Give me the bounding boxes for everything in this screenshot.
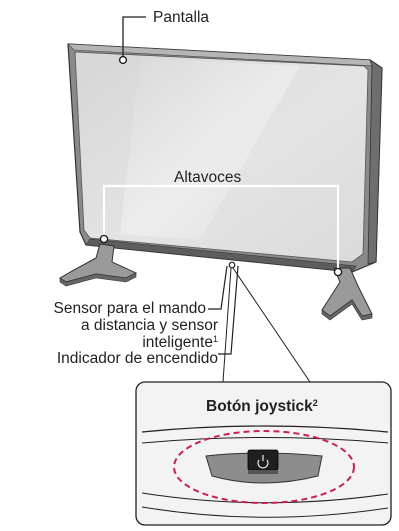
joystick-highlight [173, 430, 355, 504]
power-indicator-label: Indicador de encendido [56, 350, 218, 367]
sensor-marker [228, 261, 236, 269]
zoom-lines [222, 267, 311, 383]
screen-leader [118, 16, 146, 65]
joystick-footnote: 2 [312, 398, 318, 408]
speakers-leader [99, 184, 343, 277]
screen-label: Pantalla [153, 9, 210, 26]
sensor-leader [208, 261, 239, 355]
tv-bottom-bezel [85, 238, 357, 273]
left-stand [59, 243, 138, 287]
sensor-label-line2: a distancia y sensor [81, 317, 218, 334]
left-speaker-marker [99, 234, 109, 244]
tv-body [67, 43, 383, 273]
sensor-label-line3: inteligente1 [142, 334, 218, 351]
joystick-label: Botón joystick2 [206, 398, 318, 415]
right-speaker-marker [333, 267, 343, 277]
sensor-footnote: 1 [212, 334, 218, 344]
tv-side-edge [367, 59, 383, 265]
joystick-callout [135, 381, 392, 526]
sensor-label-line1: Sensor para el mando [53, 300, 206, 317]
power-icon [257, 455, 269, 469]
screen-sheen [120, 58, 300, 240]
speakers-label: Altavoces [174, 169, 242, 186]
right-stand [321, 267, 373, 321]
